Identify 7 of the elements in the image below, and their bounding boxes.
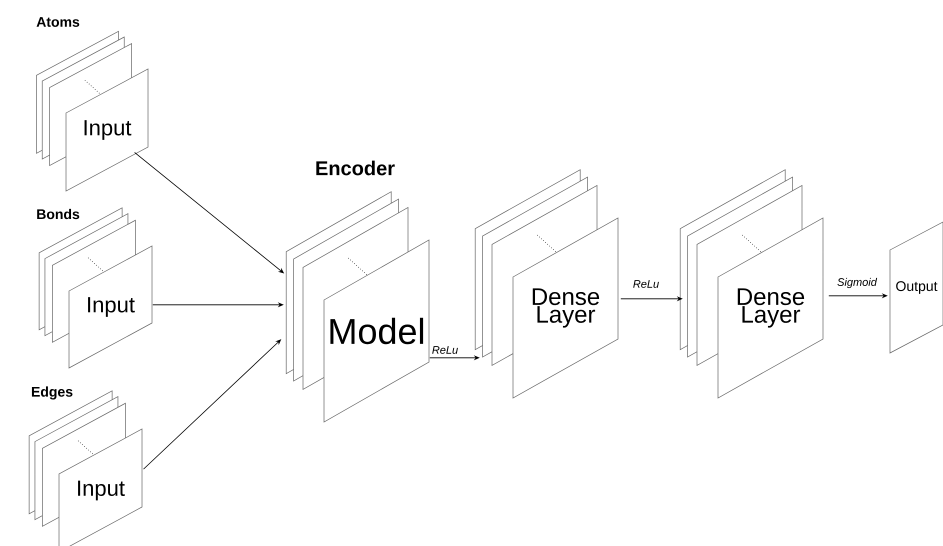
edge-label: ReLu [430, 345, 460, 355]
stack-heading: Bonds [37, 208, 80, 220]
edge-label: Sigmoid [836, 276, 878, 290]
stack-heading: Atoms [36, 17, 80, 27]
stack-heading: Edges [32, 386, 72, 400]
stack-heading: Encoder [316, 160, 395, 176]
edge-label: ReLu [632, 279, 660, 289]
